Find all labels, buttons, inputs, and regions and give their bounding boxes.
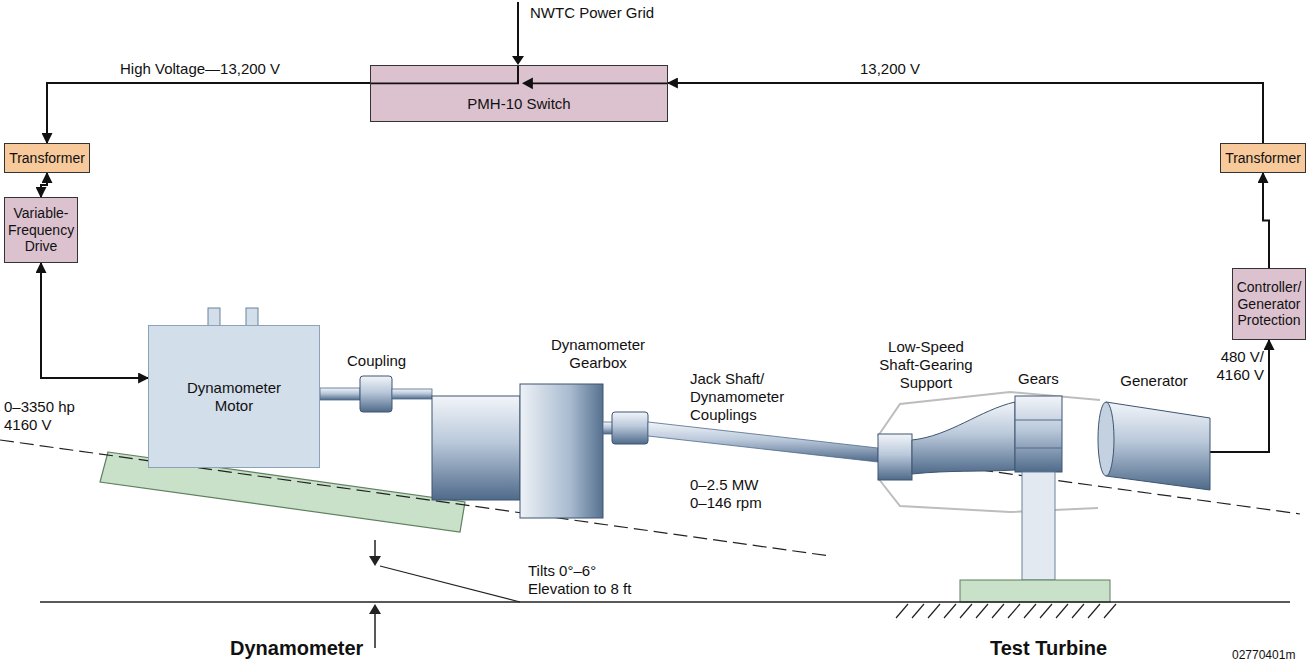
gear-housing [912, 402, 1015, 474]
part-label: Gears [1018, 370, 1059, 388]
axis-line [0, 440, 830, 556]
edge-label: High Voltage—13,200 V [120, 60, 280, 78]
dimension-label: Tilts 0°–6° Elevation to 8 ft [528, 562, 646, 598]
box-label: Variable- Frequency Drive [8, 205, 74, 255]
dimension-arrow [374, 613, 376, 648]
grid-arrowhead [512, 56, 524, 65]
connector [47, 83, 370, 143]
box-label: Transformer [8, 150, 86, 167]
transformer-box: Transformer [4, 143, 90, 173]
gear-band [1015, 448, 1062, 449]
part-label: Dynamometer Gearbox [546, 336, 650, 372]
box-label: Transformer [1224, 150, 1302, 167]
tilt-line [380, 566, 520, 602]
shaft-support [878, 434, 912, 480]
gearbox-housing [520, 384, 603, 518]
coupling [360, 376, 392, 412]
switch-box: PMH-10 Switch [370, 65, 668, 122]
coupling [612, 412, 648, 444]
dimension-arrowhead [369, 556, 381, 566]
edge-label: 480 V/ 4160 V [1206, 348, 1264, 384]
connector [1263, 173, 1269, 268]
dimension-arrow [374, 540, 376, 557]
box-label: PMH-10 Switch [379, 95, 659, 113]
gears [1015, 396, 1062, 472]
figure-id: 02770401m [1232, 648, 1295, 662]
box-label: Generator [1098, 372, 1210, 390]
rating-label: 0–2.5 MW 0–146 rpm [690, 476, 774, 512]
gear-band [1015, 420, 1062, 421]
generator-end [1098, 402, 1114, 476]
section-title: Test Turbine [990, 636, 1107, 660]
turbine-base [960, 580, 1110, 602]
motor-body: Dynamometer Motor [148, 325, 320, 468]
gearbox-housing [432, 396, 520, 500]
nacelle-outline [878, 478, 1098, 512]
box-label: Controller/ Generator Protection [1236, 279, 1302, 329]
part-label: Low-Speed Shaft-Gearing Support [872, 338, 980, 392]
dimension-arrowhead [369, 604, 381, 614]
pedestal [1022, 472, 1055, 580]
generator-body [1098, 372, 1210, 512]
controller-box: Controller/ Generator Protection [1232, 268, 1306, 340]
source-label: NWTC Power Grid [530, 4, 654, 22]
edge-label: 0–3350 hp 4160 V [4, 398, 84, 434]
bus-line [532, 82, 667, 84]
box-label: Dynamometer Motor [179, 379, 289, 415]
ground-hatch [896, 604, 1116, 618]
generator-housing [1106, 402, 1210, 490]
shaft [392, 389, 432, 399]
generator: Generator [1098, 372, 1210, 512]
drive-box: Variable- Frequency Drive [4, 197, 78, 263]
connector [41, 173, 47, 197]
part-label: Coupling [347, 352, 406, 370]
jack-shaft [648, 422, 878, 462]
bus-arrowhead [522, 78, 533, 90]
part-label: Jack Shaft/ Dynamometer Couplings [690, 370, 794, 424]
grid-feed [517, 2, 519, 57]
ground-line [40, 601, 1290, 603]
connector [41, 263, 148, 378]
switch-bus [371, 66, 667, 121]
transformer-box: Transformer [1220, 143, 1306, 173]
connector [668, 83, 1263, 143]
edge-label: 13,200 V [860, 60, 920, 78]
motor-shaft [320, 388, 360, 400]
bus-line [371, 66, 518, 83]
section-title: Dynamometer [230, 636, 363, 660]
